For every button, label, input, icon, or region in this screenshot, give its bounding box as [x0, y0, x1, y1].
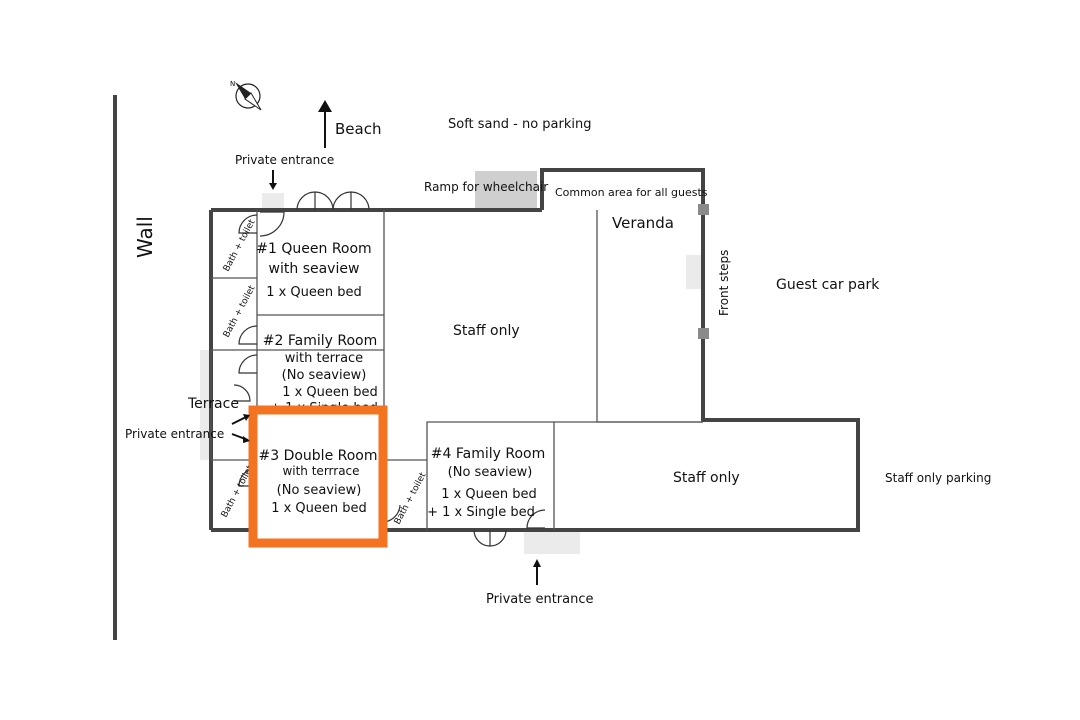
private-entrance-left-label: Private entrance	[125, 427, 224, 441]
common-area-label: Common area for all guests	[555, 186, 708, 199]
room-3-highlight-frame[interactable]	[248, 405, 388, 548]
svg-text:#1 Queen Room: #1 Queen Room	[256, 241, 371, 257]
svg-text:#4 Family Room: #4 Family Room	[431, 446, 545, 462]
svg-text:1 x Queen bed: 1 x Queen bed	[441, 487, 537, 502]
compass-n-label: N	[230, 80, 235, 88]
svg-text:with terrace: with terrace	[285, 351, 363, 366]
private-entrance-top-label: Private entrance	[235, 153, 334, 167]
private-entrance-bottom-arrow-icon	[533, 559, 541, 585]
svg-text:(No seaview): (No seaview)	[448, 465, 533, 480]
room-2-label: #2 Family Room with terrace (No seaview)…	[263, 333, 378, 416]
svg-text:1 x Queen bed: 1 x Queen bed	[282, 385, 378, 400]
bath-toilet-label: Bath + toilet	[222, 284, 258, 340]
room-4-label: #4 Family Room (No seaview) 1 x Queen be…	[427, 446, 545, 520]
front-steps-pad	[686, 255, 704, 289]
ramp-label: Ramp for wheelchair	[424, 180, 548, 194]
staff-only-parking-label: Staff only parking	[885, 471, 991, 485]
staff-only-top-label: Staff only	[453, 323, 520, 339]
compass-icon: N	[230, 80, 262, 111]
svg-text:with seaview: with seaview	[269, 261, 360, 277]
svg-text:(No seaview): (No seaview)	[282, 368, 367, 383]
highlight-mask	[252, 408, 386, 540]
svg-text:1 x Queen bed: 1 x Queen bed	[266, 285, 362, 300]
svg-text:1 x Queen bed: 1 x Queen bed	[271, 501, 367, 516]
private-entrance-bottom-label: Private entrance	[486, 592, 594, 607]
svg-text:+ 1 x Single bed: + 1 x Single bed	[427, 505, 535, 520]
wall-label: Wall	[133, 216, 157, 258]
guest-car-park-label: Guest car park	[776, 277, 880, 293]
ramp-pad	[475, 171, 537, 209]
terrace-label: Terrace	[187, 396, 239, 412]
building-walls	[209, 168, 860, 532]
front-steps-label: Front steps	[717, 250, 731, 316]
svg-text:with terrrace: with terrrace	[282, 464, 359, 478]
bath-toilet-label: Bath + toilet	[393, 471, 429, 527]
beach-arrow-icon	[318, 100, 332, 148]
svg-text:#2 Family Room: #2 Family Room	[263, 333, 377, 349]
room-3-label: #3 Double Room with terrrace (No seaview…	[258, 448, 377, 516]
veranda-post	[698, 204, 709, 215]
private-entrance-top-arrow-icon	[269, 170, 277, 190]
private-entrance-left-arrows-icon	[231, 414, 250, 443]
room-1-label: #1 Queen Room with seaview 1 x Queen bed	[256, 241, 371, 300]
svg-text:#3 Double Room: #3 Double Room	[258, 448, 377, 464]
svg-text:(No seaview): (No seaview)	[277, 483, 362, 498]
beach-label: Beach	[335, 120, 381, 138]
entrance-pad-top	[262, 193, 284, 211]
staff-only-bottom-label: Staff only	[673, 470, 740, 486]
soft-sand-label: Soft sand - no parking	[448, 117, 592, 132]
veranda-post	[698, 328, 709, 339]
entrance-pad-bottom	[524, 530, 580, 554]
veranda-label: Veranda	[612, 214, 674, 232]
